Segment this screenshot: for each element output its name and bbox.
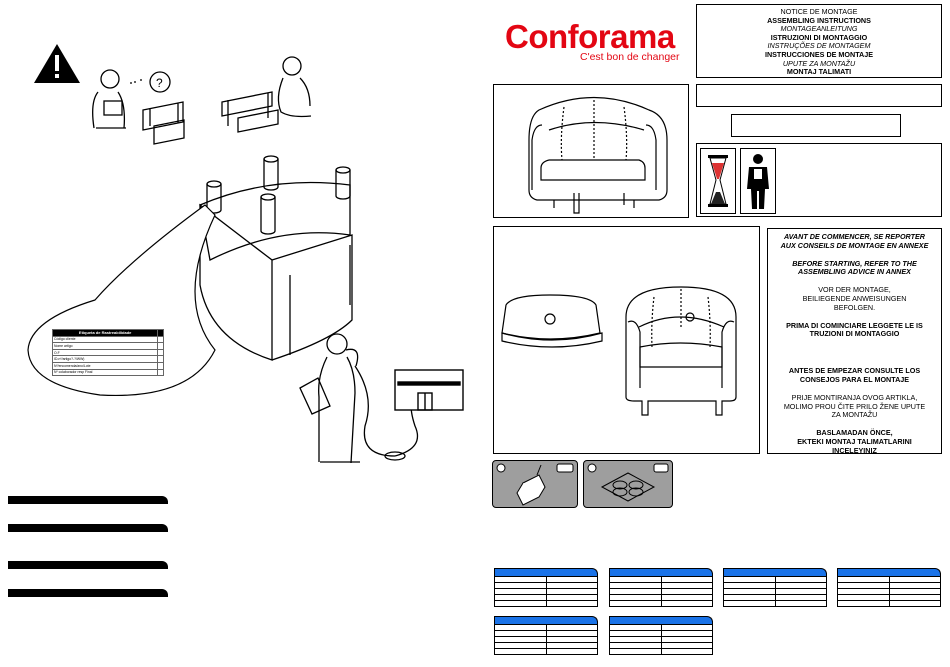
brand-logo: Conforama [505,18,675,55]
title-line: NOTICE DE MONTAGE [780,7,858,16]
title-line: MONTAGEANLEITUNG [780,24,858,34]
traceability-row: O.F [51,348,159,357]
advice-it: PRIMA DI COMINCIARE LEGGETE LE IS TRUZIO… [786,320,923,339]
pads-panel [583,460,673,508]
store-building-icon [394,369,464,411]
parts-table [837,568,941,608]
title-line: INSTRUÇÕES DE MONTAGEM [767,41,871,51]
redacted-bar [8,524,168,532]
traceability-row: ID-nº/artigo?-?/WW) [51,355,159,363]
components-drawing [501,286,737,416]
redacted-bar [8,561,168,569]
title-line: ISTRUZIONI DI MONTAGGIO [770,32,868,42]
advice-es: ANTES DE EMPEZAR CONSULTE LOS CONSEJOS P… [788,366,921,384]
time-persons-box [696,143,942,217]
code-field [731,114,901,137]
advice-de: VOR DER MONTAGE, BEILIEGENDE ANWEISUNGEN… [802,285,907,312]
upholstered-base-drawing [199,155,353,361]
traceability-row: Nº/encomenda/ano/Lote [51,361,159,370]
title-line: INSTRUCCIONES DE MONTAJE [764,49,874,59]
redacted-bar [8,496,168,504]
title-line: MONTAJ TALIMATI [786,67,852,77]
kneeling-assembler-figure [221,56,312,133]
brand-tagline: C'est bon de changer [580,51,680,63]
product-image-box [493,84,689,218]
advice-fr: AVANT DE COMMENCER, SE REPORTER AUX CONS… [780,232,929,250]
parts-table [723,568,827,608]
felt-pad-panel [492,460,578,508]
parts-table [609,616,713,656]
parts-table [494,616,598,656]
traceability-label-title: Etiqueta de Rastreabilidade [51,329,159,337]
redacted-bar [8,589,168,597]
armchair-drawing [528,97,668,214]
warning-triangle-icon [34,44,80,83]
advice-box: AVANT DE COMMENCER, SE REPORTER AUX CONS… [767,228,942,455]
advice-tr: BASLAMADAN ÖNCE, EKTEKI MONTAJ TALIMATLA… [797,428,912,455]
title-box: NOTICE DE MONTAGE ASSEMBLING INSTRUCTION… [696,4,942,78]
title-line: UPUTE ZA MONTAŽU [782,58,856,68]
worker-icon [740,148,776,214]
parts-table [494,568,598,608]
parts-table [609,568,713,608]
traceability-row: Nome artigo [51,342,159,350]
advice-en: BEFORE STARTING, REFER TO THE ASSEMBLING… [792,258,917,277]
svg-text:?: ? [156,76,163,90]
confused-reader-figure: ? [92,69,185,145]
title-line: ASSEMBLING INSTRUCTIONS [767,15,871,25]
traceability-row: Nº colaborador resp Final [51,368,159,377]
components-box [493,226,760,454]
traceability-row: Código cliente [51,335,159,344]
reference-field [696,84,942,107]
felt-pad-icon [516,464,546,506]
advice-hr: PRIJE MONTIRANJA OVOG ARTIKLA, MOLIMO PR… [783,392,926,420]
hourglass-icon [700,148,736,214]
pads-tray-icon [600,472,656,502]
traceability-label: Etiqueta de Rastreabilidade Código clien… [51,329,164,377]
